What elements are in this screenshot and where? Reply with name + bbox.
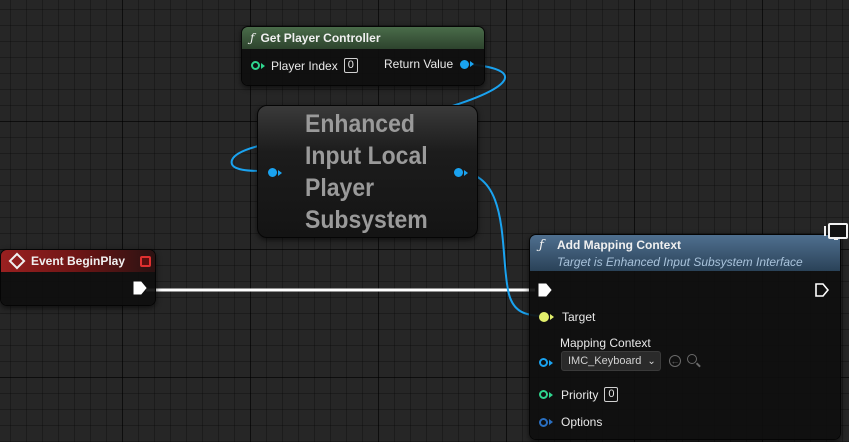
- mapping-context-label-row: Mapping Context: [539, 336, 651, 350]
- pin-arrow-icon: [549, 391, 553, 398]
- subsystem-input-pin[interactable]: [268, 168, 277, 177]
- exec-in-pin[interactable]: [538, 283, 552, 297]
- event-diamond-icon: [8, 252, 26, 270]
- use-selected-asset-icon[interactable]: ←: [669, 355, 681, 367]
- pin-arrow-icon: [464, 170, 468, 176]
- chevron-down-icon: ⌄: [647, 355, 656, 367]
- add-mapping-context-node[interactable]: ƒ Add Mapping Context Target is Enhanced…: [529, 234, 841, 440]
- network-replication-icon: [824, 222, 848, 242]
- pin-arrow-icon: [549, 360, 553, 366]
- options-label: Options: [561, 415, 603, 429]
- add-mapping-context-subtitle: Target is Enhanced Input Subsystem Inter…: [557, 255, 803, 269]
- event-begin-play-title: Event BeginPlay: [31, 254, 126, 268]
- add-mapping-context-header[interactable]: ƒ Add Mapping Context Target is Enhanced…: [530, 235, 840, 271]
- mapping-context-label: Mapping Context: [560, 336, 651, 350]
- enhanced-input-subsystem-node[interactable]: Enhanced Input Local Player Subsystem: [257, 105, 478, 238]
- mapping-context-pin[interactable]: [539, 358, 548, 367]
- pin-arrow-icon: [278, 170, 282, 176]
- target-pin-row: Target: [539, 310, 595, 324]
- pin-arrow-icon: [550, 314, 554, 320]
- event-delegate-icon[interactable]: [140, 256, 151, 267]
- add-mapping-context-title: Add Mapping Context: [557, 238, 681, 252]
- pin-arrow-icon: [549, 419, 553, 425]
- player-index-label: Player Index: [271, 58, 338, 73]
- event-begin-play-header[interactable]: Event BeginPlay: [1, 250, 155, 272]
- subsystem-output-pin[interactable]: [454, 168, 463, 177]
- player-index-pin[interactable]: [251, 61, 260, 70]
- function-icon: ƒ: [250, 31, 255, 45]
- enhanced-input-subsystem-title: Enhanced Input Local Player Subsystem: [305, 110, 428, 234]
- exec-out-pin[interactable]: [815, 283, 829, 297]
- priority-input[interactable]: 0: [604, 387, 619, 402]
- target-label: Target: [562, 310, 596, 324]
- return-value-pin[interactable]: [460, 59, 470, 69]
- get-player-controller-node[interactable]: ƒ Get Player Controller Player Index 0 R…: [241, 26, 485, 86]
- return-value-pin-row: Return Value: [384, 57, 475, 71]
- target-pin[interactable]: [539, 312, 549, 322]
- pin-arrow-icon: [470, 61, 475, 67]
- browse-search-icon[interactable]: [687, 354, 697, 364]
- event-begin-play-node[interactable]: Event BeginPlay: [0, 249, 156, 306]
- function-icon: ƒ: [539, 238, 544, 253]
- return-value-label: Return Value: [384, 57, 454, 71]
- player-index-pin-row: Player Index 0: [251, 58, 358, 73]
- get-player-controller-header[interactable]: ƒ Get Player Controller: [242, 27, 484, 49]
- mapping-context-dropdown[interactable]: IMC_Keyboard ⌄: [561, 351, 661, 371]
- pin-arrow-icon: [261, 62, 265, 69]
- player-index-input[interactable]: 0: [343, 58, 358, 73]
- priority-row: Priority 0: [539, 387, 619, 402]
- mapping-context-value: IMC_Keyboard: [568, 355, 642, 367]
- priority-label: Priority: [561, 387, 599, 402]
- options-pin[interactable]: [539, 417, 548, 427]
- exec-out-pin[interactable]: [133, 281, 147, 295]
- priority-pin[interactable]: [539, 390, 548, 399]
- search-handle: [696, 362, 701, 368]
- options-pin-row: Options: [539, 415, 602, 429]
- get-player-controller-title: Get Player Controller: [260, 31, 381, 45]
